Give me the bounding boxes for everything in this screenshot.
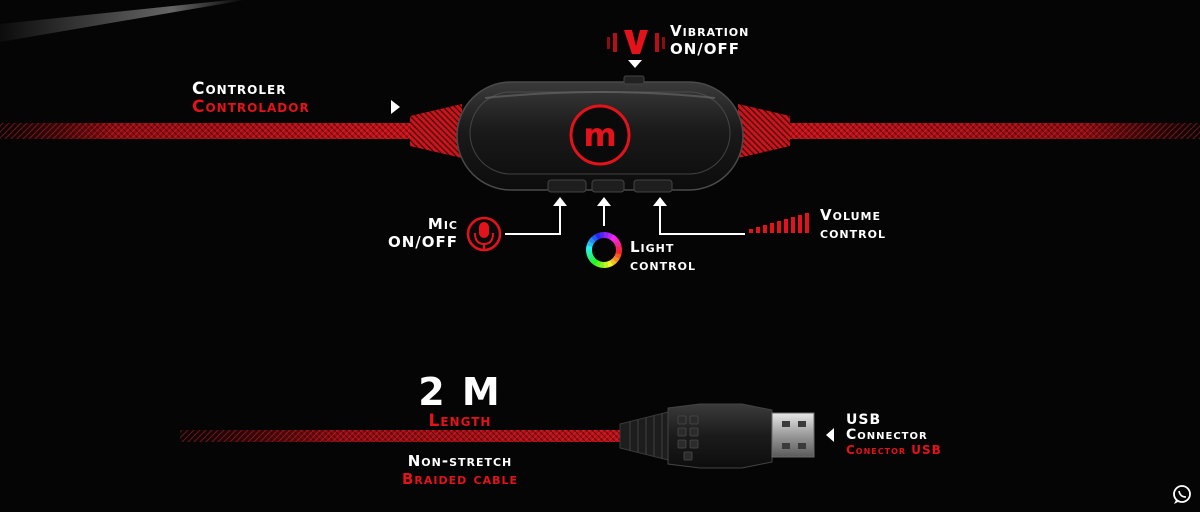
rgb-ring-segment [612, 237, 620, 245]
callout-lines [505, 204, 745, 235]
volume-bars-icon [749, 213, 809, 233]
usb-label-es: Conector USB [846, 443, 942, 457]
rgb-ring-segment [603, 232, 610, 239]
cable-label-line1: Non-stretch [407, 452, 513, 470]
length-text: Length [428, 411, 492, 431]
controller-label-en: Controler [192, 79, 287, 99]
rgb-ring-segment [614, 240, 622, 248]
callout-arrowheads [553, 197, 667, 206]
rgb-ring-segment [612, 255, 620, 263]
rgb-ring-segment [586, 252, 594, 260]
bottom-cable [180, 430, 640, 442]
rgb-ring-segment [607, 232, 614, 240]
rgb-ring-segment [609, 234, 617, 242]
rgb-ring-segment [588, 255, 596, 263]
vibration-label: Vibration ON/OFF [670, 22, 749, 58]
rgb-ring-segment [588, 237, 596, 245]
rgb-ring-segment [615, 245, 622, 251]
volume-label-line2: control [820, 224, 886, 242]
controller-arrow [391, 100, 400, 114]
rgb-ring-segment [599, 232, 605, 239]
rgb-ring-segment [598, 261, 605, 268]
usb-arrow [826, 428, 834, 442]
cable-label: Non-stretch Braided cable [360, 452, 560, 488]
rgb-ring-segment [591, 234, 599, 242]
mic-line [505, 204, 561, 235]
length-label: 2 M Length [400, 372, 520, 430]
light-streak [0, 0, 245, 42]
volume-label-line1: Volume [820, 206, 881, 224]
volume-label: Volume control [820, 206, 886, 242]
rgb-ring-segment [594, 232, 602, 240]
svg-text:m: m [583, 116, 616, 154]
rgb-ring-segment [603, 261, 609, 268]
light-label-line1: Light [630, 238, 675, 256]
mic-label: Mic ON/OFF [370, 215, 458, 251]
cable-label-line2: Braided cable [401, 470, 518, 488]
light-label-line2: control [630, 256, 696, 274]
rgb-ring-segment [609, 258, 617, 266]
brand-logo-icon: m [569, 104, 631, 166]
light-label: Light control [630, 238, 696, 274]
vibration-label-line2: ON/OFF [670, 40, 741, 58]
vibration-label-line1: Vibration [670, 22, 750, 40]
length-value: 2 M [418, 370, 502, 414]
usb-label: USB Connector Conector USB [846, 413, 942, 458]
rgb-ring-segment [606, 260, 614, 268]
top-cable [0, 104, 1200, 158]
usb-label-line1: USB [846, 412, 882, 428]
rgb-ring-segment [594, 260, 601, 268]
usb-plug [619, 403, 815, 469]
rgb-ring-segment [586, 240, 594, 247]
vibration-icon [607, 30, 665, 54]
rgb-ring-icon [586, 232, 622, 268]
mic-label-line2: ON/OFF [387, 233, 458, 251]
rgb-ring-segment [615, 249, 622, 256]
controller-label: Controler Controlador [192, 80, 310, 116]
rgb-ring-segment [614, 253, 622, 260]
mic-label-line1: Mic [427, 215, 458, 233]
mic-icon [466, 216, 502, 252]
rgb-ring-segment [586, 244, 593, 251]
volume-line [659, 204, 745, 235]
rgb-ring-segment [591, 258, 599, 266]
usb-label-line2: Connector [846, 427, 928, 443]
rgb-ring-segment [586, 249, 593, 255]
vibration-arrow [628, 60, 642, 68]
controller-label-es: Controlador [192, 97, 310, 117]
whatsapp-icon [1173, 485, 1191, 504]
